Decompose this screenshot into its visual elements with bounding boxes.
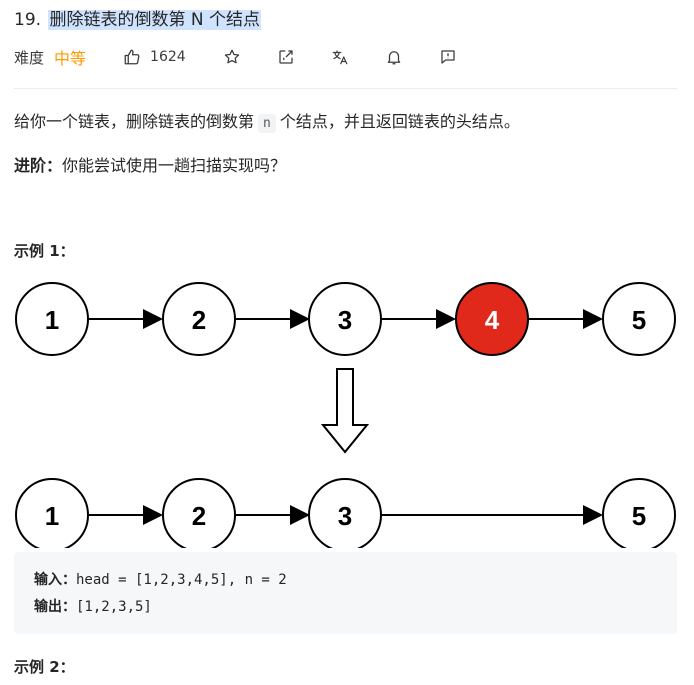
node-top-5-label: 5 <box>632 305 646 335</box>
example-1-title: 示例 1： <box>14 242 75 260</box>
input-label: 输入： <box>34 572 76 588</box>
output-label: 输出： <box>34 599 76 615</box>
diagram-top-row: 1 2 3 4 5 <box>15 282 676 356</box>
node-bottom-3: 3 <box>308 478 382 548</box>
inline-code-n: n <box>258 114 276 133</box>
node-top-1: 1 <box>15 282 89 356</box>
node-top-5: 5 <box>602 282 676 356</box>
difficulty-badge: 中等 <box>54 49 87 68</box>
problem-name: 删除链表的倒数第 N 个结点 <box>48 10 261 30</box>
linked-list-diagram: 1 2 3 4 5 1 2 <box>15 282 676 548</box>
star-icon[interactable] <box>222 47 242 67</box>
node-bottom-5-label: 5 <box>632 501 646 531</box>
problem-number: 19. <box>14 10 42 30</box>
translate-icon[interactable] <box>330 47 350 67</box>
like-button[interactable]: 1624 <box>122 47 186 67</box>
difficulty-label: 难度 <box>14 48 45 67</box>
like-count: 1624 <box>150 49 186 65</box>
node-top-3: 3 <box>308 282 382 356</box>
problem-meta-bar: 难度 中等 1624 <box>14 44 458 70</box>
node-top-2: 2 <box>162 282 236 356</box>
divider <box>14 88 677 89</box>
bell-icon[interactable] <box>384 47 404 67</box>
node-top-4-label: 4 <box>485 305 500 335</box>
example-2-title: 示例 2： <box>14 658 75 676</box>
node-top-1-label: 1 <box>45 305 59 335</box>
node-bottom-5: 5 <box>602 478 676 548</box>
share-icon[interactable] <box>276 47 296 67</box>
node-bottom-2: 2 <box>162 478 236 548</box>
example-1-codebox: 输入：head = [1,2,3,4,5], n = 2 输出：[1,2,3,5… <box>14 552 677 634</box>
node-bottom-2-label: 2 <box>192 501 206 531</box>
example-1-input: 输入：head = [1,2,3,4,5], n = 2 <box>34 569 287 591</box>
node-bottom-1-label: 1 <box>45 501 59 531</box>
feedback-icon[interactable] <box>438 47 458 67</box>
advanced-label: 进阶： <box>14 156 63 175</box>
node-top-2-label: 2 <box>192 305 206 335</box>
problem-title: 19. 删除链表的倒数第 N 个结点 <box>14 8 261 32</box>
node-bottom-1: 1 <box>15 478 89 548</box>
input-value: head = [1,2,3,4,5], n = 2 <box>76 572 287 588</box>
advanced-text: 你能尝试使用一趟扫描实现吗？ <box>62 156 287 175</box>
node-bottom-3-label: 3 <box>338 501 352 531</box>
node-top-3-label: 3 <box>338 305 352 335</box>
transform-down-arrow <box>320 368 370 454</box>
description-text-after: 个结点，并且返回链表的头结点。 <box>279 112 520 131</box>
output-value: [1,2,3,5] <box>76 599 152 615</box>
description-text-before: 给你一个链表，删除链表的倒数第 <box>14 112 255 131</box>
node-top-4-removed: 4 <box>455 282 529 356</box>
diagram-bottom-row: 1 2 3 5 <box>15 478 676 548</box>
thumb-up-icon <box>122 47 142 67</box>
example-1-output: 输出：[1,2,3,5] <box>34 596 152 618</box>
advanced-note: 进阶：你能尝试使用一趟扫描实现吗？ <box>14 154 286 178</box>
